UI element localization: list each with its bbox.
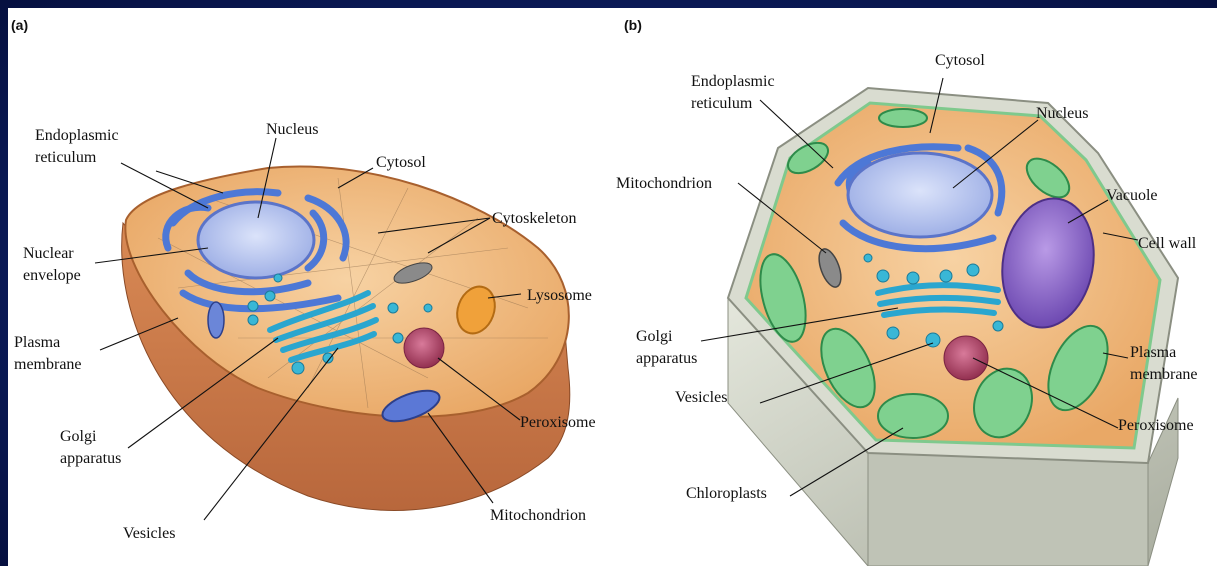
label-peroxisome-a: Peroxisome: [520, 414, 596, 431]
plant-cell: [728, 88, 1178, 566]
label-nucleus-a: Nucleus: [266, 121, 318, 138]
label-golgi-a-2: apparatus: [60, 450, 121, 467]
label-cytoskeleton-a: Cytoskeleton: [492, 210, 576, 227]
label-er-b-2: reticulum: [691, 95, 753, 112]
label-golgi-a-1: Golgi: [60, 428, 97, 445]
label-nuclear-envelope-2: envelope: [23, 267, 81, 284]
label-peroxisome-b: Peroxisome: [1118, 417, 1194, 434]
label-vacuole: Vacuole: [1106, 187, 1158, 204]
label-cytosol-b: Cytosol: [935, 52, 985, 69]
label-vesicles-b: Vesicles: [675, 389, 727, 406]
label-mitochondrion-a: Mitochondrion: [490, 507, 586, 524]
label-nuclear-envelope-1: Nuclear: [23, 245, 74, 262]
label-plasma-membrane-b-1: Plasma: [1130, 344, 1176, 361]
label-er-a-2: reticulum: [35, 149, 97, 166]
figure-panel: (a) (b) Endoplasmic reticulum Nucleus Cy…: [8, 8, 1217, 566]
nucleus-a: [198, 202, 314, 278]
peroxisome-b: [944, 336, 988, 380]
label-nucleus-b: Nucleus: [1036, 105, 1088, 122]
nucleus-b: [848, 153, 992, 237]
label-vesicles-a: Vesicles: [123, 525, 175, 542]
label-chloroplasts: Chloroplasts: [686, 485, 767, 502]
panel-b-tag: (b): [624, 17, 642, 33]
label-plasma-membrane-a-1: Plasma: [14, 334, 60, 351]
label-er-a-1: Endoplasmic: [35, 127, 119, 144]
label-mitochondrion-b: Mitochondrion: [616, 175, 712, 192]
label-golgi-b-1: Golgi: [636, 328, 673, 345]
label-cytosol-a: Cytosol: [376, 154, 426, 171]
label-plasma-membrane-a-2: membrane: [14, 356, 82, 373]
peroxisome-a: [404, 328, 444, 368]
label-cell-wall: Cell wall: [1138, 235, 1197, 252]
cell-diagram: (a) (b) Endoplasmic reticulum Nucleus Cy…: [8, 8, 1217, 566]
label-er-b-1: Endoplasmic: [691, 73, 775, 90]
label-golgi-b-2: apparatus: [636, 350, 697, 367]
panel-a-tag: (a): [11, 17, 28, 33]
label-lysosome-a: Lysosome: [527, 287, 592, 304]
label-plasma-membrane-b-2: membrane: [1130, 366, 1198, 383]
cell-wall-front: [868, 453, 1148, 566]
